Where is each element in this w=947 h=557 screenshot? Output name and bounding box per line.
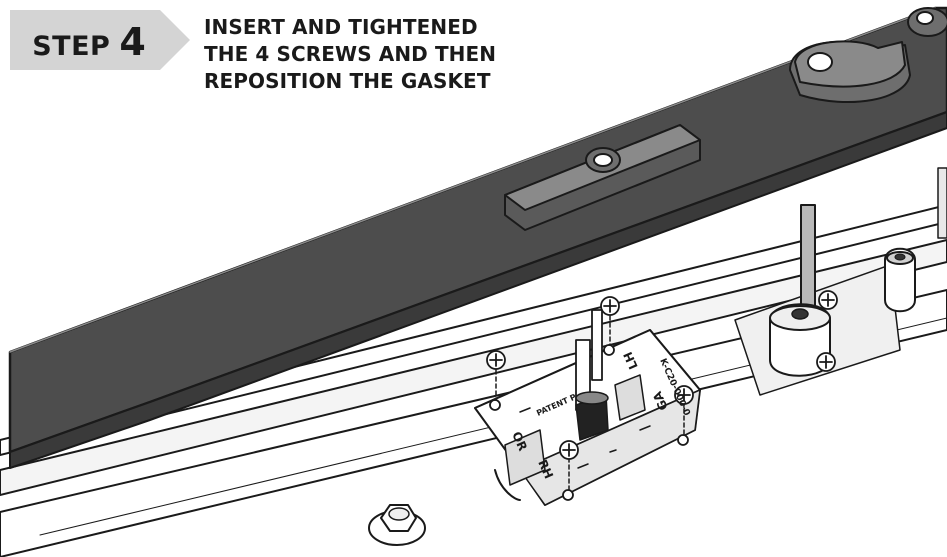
step-number: 4	[119, 20, 146, 64]
plate-screw-2	[600, 296, 620, 346]
step-label: STEP	[32, 31, 111, 62]
hex-bolt	[368, 504, 426, 546]
keyhole-boss	[789, 40, 911, 104]
screw-right-bottom	[816, 352, 836, 372]
right-fitting	[734, 167, 947, 396]
plate-screw-4	[559, 440, 579, 491]
step-badge-shape	[10, 10, 190, 70]
step-badge	[10, 10, 190, 70]
instruction-line-1: INSERT AND TIGHTENED	[204, 15, 478, 39]
instruction-text: INSERT AND TIGHTENED THE 4 SCREWS AND TH…	[204, 14, 564, 95]
step-heading: STEP 4	[14, 12, 164, 72]
frame-rail	[0, 204, 947, 557]
instruction-line-3: REPOSITION THE GASKET	[204, 69, 491, 93]
latch-pins	[575, 309, 609, 441]
gasket-boss	[504, 124, 701, 231]
plate-screw-3	[674, 385, 694, 436]
plate-label-lh: LH	[621, 350, 641, 372]
screw-right-top	[818, 290, 838, 310]
corner-boss	[907, 7, 947, 37]
plate-screw-1	[486, 350, 506, 401]
instruction-line-2: THE 4 SCREWS AND THEN	[204, 42, 497, 66]
